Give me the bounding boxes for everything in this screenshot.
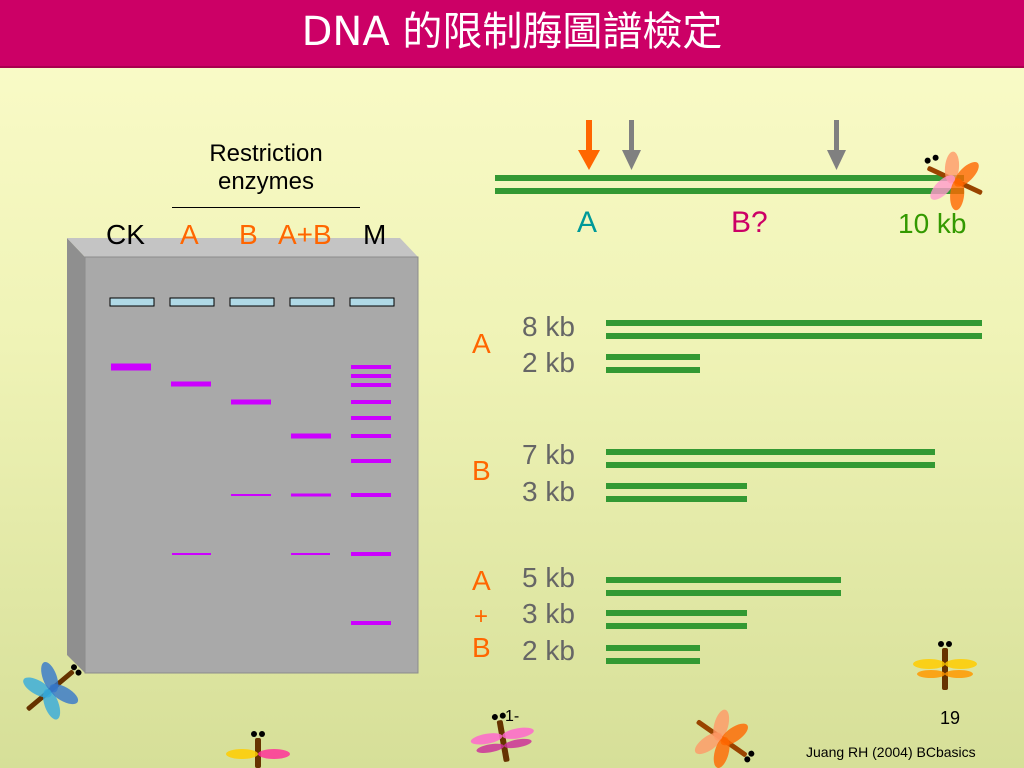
cut-arrow-a — [578, 120, 600, 170]
gel-side — [67, 238, 85, 673]
lane-label-b: B — [239, 219, 258, 250]
fragment-group-ab-label-line1: A — [472, 565, 491, 596]
map-site-a-label: A — [577, 206, 598, 239]
gel-face — [84, 256, 419, 674]
gel-top — [67, 238, 418, 257]
dragonfly-icon — [470, 712, 534, 762]
fragment-group-a-label: A — [472, 328, 491, 359]
fragment-a-8kb — [606, 320, 982, 326]
credit-text: Juang RH (2004) BCbasics — [806, 744, 976, 760]
fragment-bars — [606, 320, 982, 664]
gel — [67, 238, 419, 674]
dna-strand-top — [495, 175, 964, 181]
map-site-b-label: B? — [731, 206, 768, 239]
fragment-ab-5kb — [606, 590, 841, 596]
fragment-ab-2kb — [606, 645, 700, 651]
fragment-label: 2 kb — [522, 635, 575, 666]
dna-strand-bottom — [495, 188, 964, 194]
fragment-b-7kb — [606, 449, 935, 455]
dragonfly-icon — [924, 151, 983, 211]
fragment-label: 5 kb — [522, 562, 575, 593]
well-ab — [289, 297, 335, 307]
well-m — [349, 297, 395, 307]
fragment-group-ab-label-line3: B — [472, 632, 491, 663]
lane-label-a: A — [180, 219, 199, 250]
fragment-a-8kb — [606, 333, 982, 339]
map-length-label: 10 kb — [898, 208, 967, 239]
cut-arrow-b2 — [827, 120, 846, 170]
fragment-a-2kb — [606, 354, 700, 360]
dragonfly-icon — [694, 709, 755, 768]
fragment-ab-3kb — [606, 623, 747, 629]
lane-label-ck: CK — [106, 219, 145, 250]
enzymes-underline — [172, 207, 360, 208]
dragonfly-icon — [23, 661, 82, 720]
dna-map — [495, 120, 964, 194]
fragment-label: 7 kb — [522, 439, 575, 470]
fragment-a-2kb — [606, 367, 700, 373]
well-ck — [109, 297, 155, 307]
fragment-ab-3kb — [606, 610, 747, 616]
fragment-group-b-label: B — [472, 455, 491, 486]
fragment-b-7kb — [606, 462, 935, 468]
lane-label-ab: A+B — [278, 219, 332, 250]
dragonfly-icon — [226, 731, 290, 768]
fragment-b-3kb — [606, 496, 747, 502]
well-a — [169, 297, 215, 307]
gel-bands — [111, 363, 391, 625]
page-prefix: 1- — [505, 708, 520, 725]
fragment-b-3kb — [606, 483, 747, 489]
fragment-label: 2 kb — [522, 347, 575, 378]
fragment-ab-5kb — [606, 577, 841, 583]
fragment-group-ab-label-line2: + — [474, 603, 489, 630]
slide-title: DNA 的限制脢圖譜檢定 — [301, 9, 723, 55]
dragonfly-icon — [913, 641, 977, 690]
fragment-label: 3 kb — [522, 598, 575, 629]
page-number: 19 — [940, 708, 961, 728]
fragment-ab-2kb — [606, 658, 700, 664]
title-bar: DNA 的限制脢圖譜檢定 — [0, 0, 1024, 68]
fragment-label: 8 kb — [522, 311, 575, 342]
gel-wells — [109, 297, 395, 307]
fragment-label: 3 kb — [522, 476, 575, 507]
cut-arrow-b1 — [622, 120, 641, 170]
enzymes-label: Restriction enzymes — [209, 140, 323, 195]
well-b — [229, 297, 275, 307]
lane-label-m: M — [363, 219, 387, 250]
